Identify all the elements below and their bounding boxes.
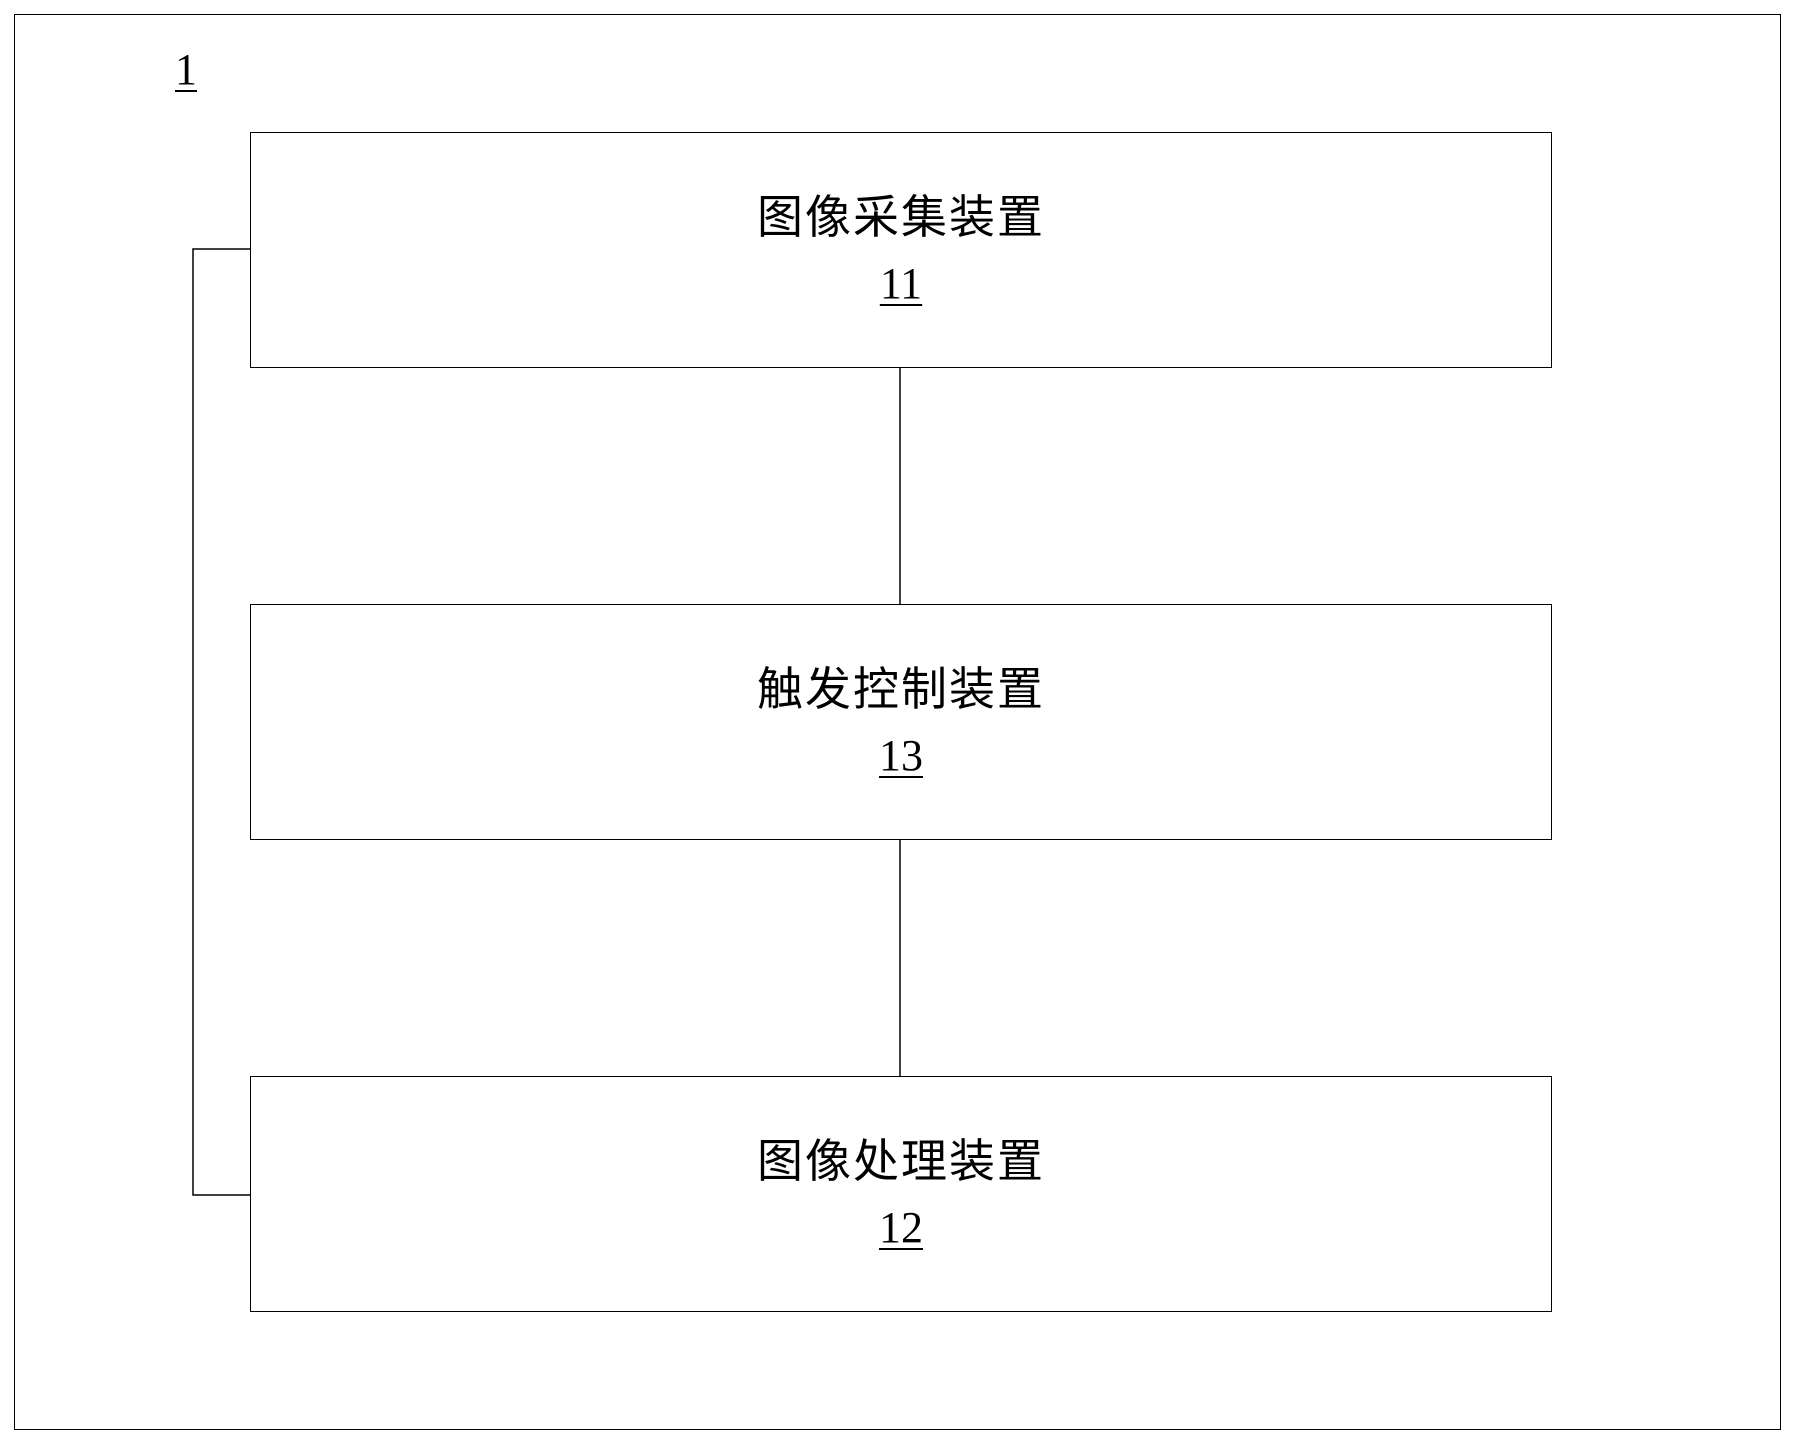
image-processing-block: 图像处理装置 12 — [250, 1076, 1552, 1312]
block-title: 图像采集装置 — [757, 190, 1045, 244]
block-number: 11 — [879, 259, 923, 308]
image-capture-block: 图像采集装置 11 — [250, 132, 1552, 368]
block-title: 触发控制装置 — [757, 662, 1045, 716]
block-title: 图像处理装置 — [757, 1134, 1045, 1188]
block-number: 13 — [879, 731, 923, 780]
system-label: 1 — [175, 45, 197, 94]
block-number: 12 — [879, 1203, 923, 1252]
connector-11-12-bracket — [192, 248, 250, 1196]
diagram-frame — [14, 14, 1781, 1430]
trigger-control-block: 触发控制装置 13 — [250, 604, 1552, 840]
